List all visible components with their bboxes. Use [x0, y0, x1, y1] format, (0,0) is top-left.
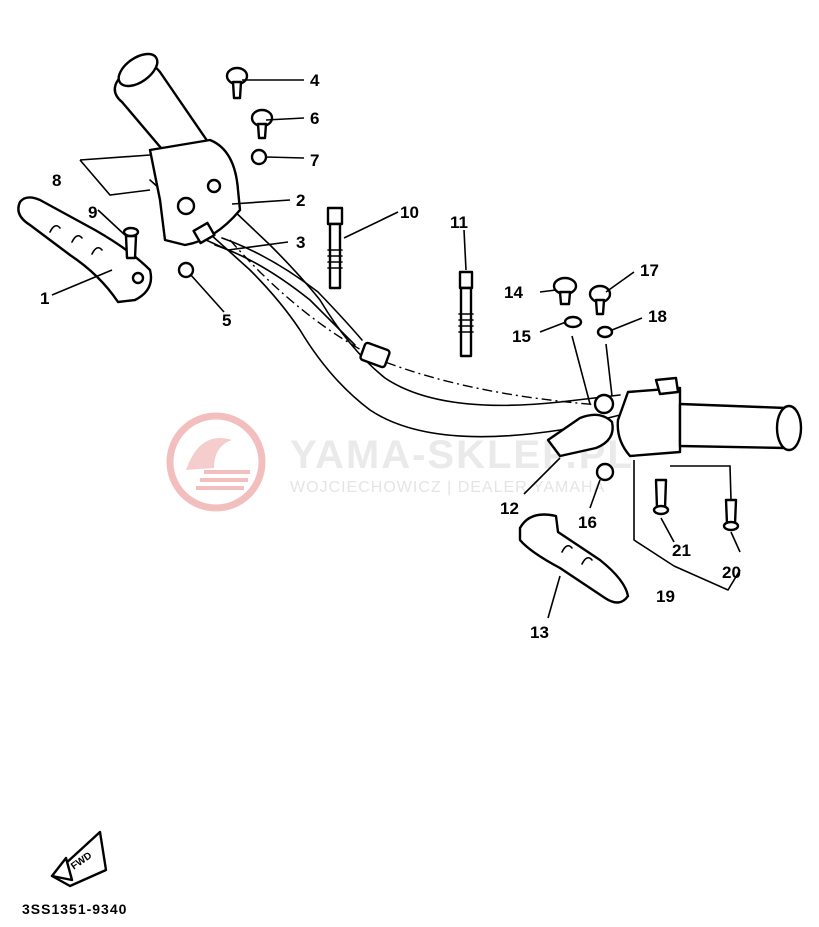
washer-18 — [596, 325, 614, 339]
screw-20 — [722, 498, 740, 532]
bolt-14 — [552, 276, 578, 306]
right-lever — [518, 513, 630, 604]
right-grip — [616, 376, 803, 458]
label-part-13: 13 — [530, 623, 549, 642]
label-part-7: 7 — [310, 151, 319, 170]
leader-lines — [51, 79, 741, 619]
label-part-19: 19 — [656, 587, 675, 606]
screw-4 — [225, 66, 249, 100]
watermark-logo-icon — [166, 412, 266, 512]
label-part-9: 9 — [88, 203, 97, 222]
label-part-4: 4 — [310, 71, 320, 90]
nut-7 — [250, 148, 268, 166]
label-part-20: 20 — [722, 563, 741, 582]
label-part-15: 15 — [512, 327, 531, 346]
adjust-bolt-11 — [458, 270, 474, 358]
label-part-2: 2 — [296, 191, 305, 210]
label-part-12: 12 — [500, 499, 519, 518]
reference-code: 3SS1351-9340 — [22, 901, 127, 917]
washer-15 — [563, 315, 583, 329]
label-part-16: 16 — [578, 513, 597, 532]
right-lever-holder — [546, 393, 615, 458]
label-part-17: 17 — [640, 261, 659, 280]
label-part-6: 6 — [310, 109, 319, 128]
nut-16 — [595, 462, 615, 482]
label-part-21: 21 — [672, 541, 691, 560]
part-labels: 1 2 3 4 5 6 7 8 9 10 11 12 13 14 15 16 1… — [40, 71, 741, 642]
label-part-5: 5 — [222, 311, 231, 330]
label-part-10: 10 — [400, 203, 419, 222]
screw-6 — [250, 108, 274, 140]
fwd-arrow-icon: FWD — [50, 830, 108, 888]
label-part-14: 14 — [504, 283, 523, 302]
cable — [205, 237, 391, 369]
left-lever-holder — [148, 138, 242, 247]
screw-21 — [652, 478, 670, 516]
watermark-subtitle: WOJCIECHOWICZ | DEALER YAMAHA — [290, 479, 605, 496]
label-part-3: 3 — [296, 233, 305, 252]
bolt-9 — [122, 226, 140, 260]
label-part-18: 18 — [648, 307, 667, 326]
nut-5 — [177, 261, 195, 279]
left-lever — [17, 196, 153, 304]
left-grip — [113, 52, 210, 170]
label-part-11: 11 — [450, 213, 468, 232]
adjust-bolt-10 — [326, 206, 344, 290]
label-part-8: 8 — [52, 171, 61, 190]
bolt-17 — [588, 284, 612, 316]
label-part-1: 1 — [40, 289, 49, 308]
